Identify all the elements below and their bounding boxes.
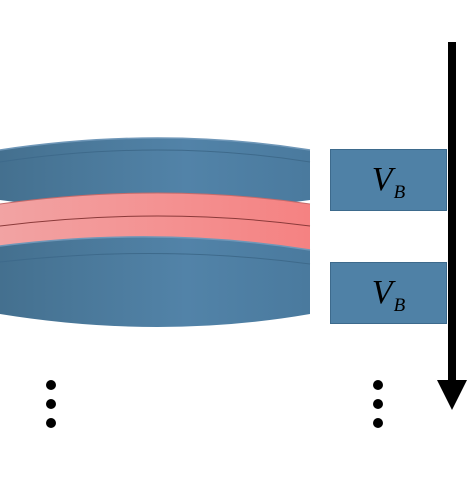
vb-box-top: VB xyxy=(330,149,447,211)
right-ellipsis-dots xyxy=(373,380,383,428)
vb-label-bottom: VB xyxy=(371,274,406,316)
top-blue-layer xyxy=(0,137,311,211)
bottom-blue-layer xyxy=(0,236,311,327)
vb-label-top: VB xyxy=(371,161,406,203)
pink-layer xyxy=(0,192,311,253)
left-ellipsis-dots xyxy=(46,380,56,428)
down-arrow-icon xyxy=(437,42,467,410)
vb-box-bottom: VB xyxy=(330,262,447,324)
